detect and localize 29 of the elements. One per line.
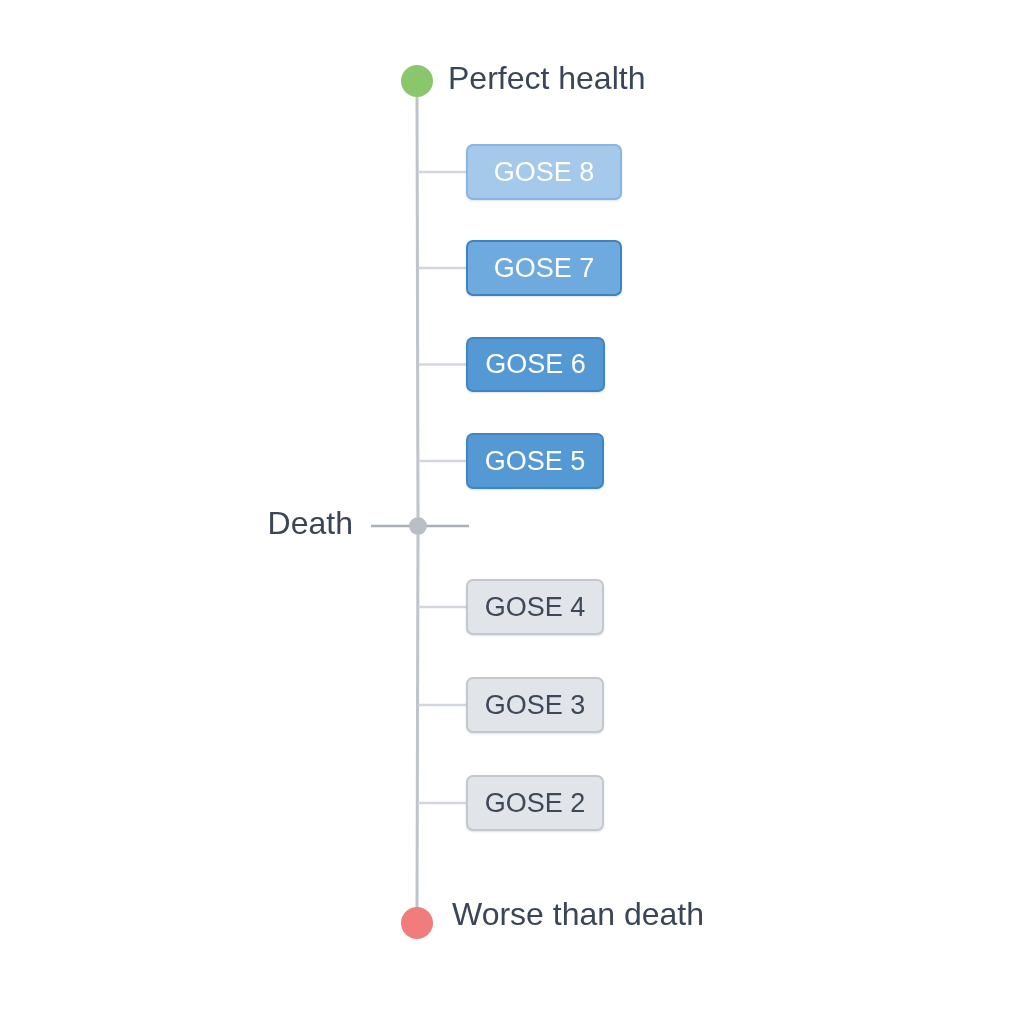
timeline-axis (415, 97, 420, 517)
timeline-axis (415, 535, 420, 907)
score-label: GOSE 6 (485, 351, 586, 378)
score-label: GOSE 8 (493, 158, 595, 186)
marker-dot (409, 517, 427, 535)
score-box (466, 337, 605, 392)
tick-line (418, 605, 466, 609)
tick-line (418, 459, 466, 463)
tick-line (418, 170, 466, 174)
scale-label: Death (267, 506, 353, 542)
score-label: GOSE 3 (484, 691, 586, 719)
scale-label: Perfect health (448, 61, 646, 97)
score-box (466, 677, 604, 733)
score-label: GOSE 4 (484, 593, 586, 621)
tick-line (418, 703, 466, 707)
tick-line (418, 801, 466, 805)
endpoint-dot (401, 65, 433, 97)
score-box (466, 144, 622, 200)
score-label: GOSE 7 (493, 254, 595, 282)
score-box (466, 579, 604, 635)
endpoint-dot (401, 907, 433, 939)
tick-line (418, 363, 466, 366)
tick-line (418, 266, 466, 270)
score-box (466, 775, 604, 831)
score-box (466, 240, 622, 296)
score-box (466, 433, 604, 489)
score-label: GOSE 2 (484, 789, 586, 817)
score-label: GOSE 5 (484, 447, 586, 475)
scale-label: Worse than death (452, 897, 704, 933)
